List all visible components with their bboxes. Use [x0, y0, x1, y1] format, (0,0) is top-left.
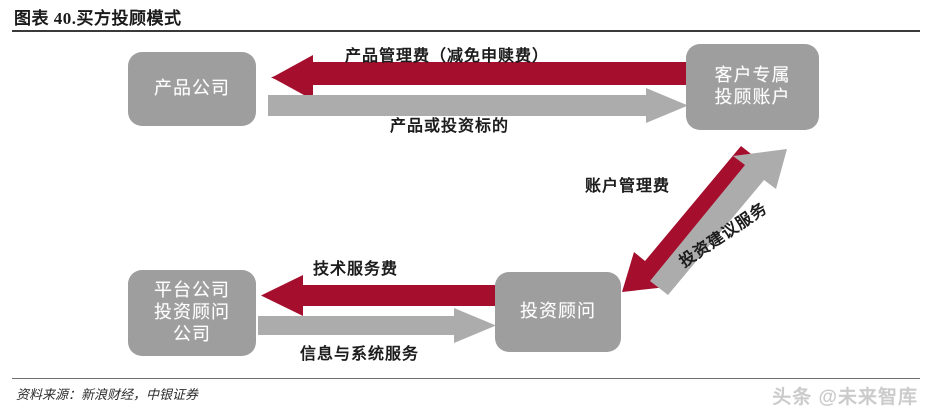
- page-title: 图表 40.买方投顾模式: [14, 9, 182, 28]
- arrow-investment-advice: [650, 149, 787, 295]
- arrow-account-management-fee: [622, 146, 760, 292]
- title-divider: [12, 30, 920, 32]
- node-client-account[interactable]: 客户专属 投顾账户: [686, 44, 819, 130]
- flow-label-account-management-fee: 账户管理费: [585, 178, 671, 195]
- flow-label-product-or-asset: 产品或投资标的: [390, 118, 510, 135]
- arrow-info-system-service: [258, 308, 496, 343]
- node-investment-advisor-label: 投资顾问: [520, 301, 596, 322]
- watermark: 头条 @未来智库: [772, 387, 918, 408]
- flow-label-technical-service-fee: 技术服务费: [313, 261, 399, 278]
- arrow-product-or-asset: [268, 88, 688, 123]
- node-platform-company[interactable]: 平台公司 投资顾问 公司: [128, 270, 256, 356]
- node-product-company-label: 产品公司: [154, 78, 230, 99]
- flow-label-product-management-fee: 产品管理费（减免申赎费）: [345, 48, 550, 65]
- node-platform-company-label: 平台公司 投资顾问 公司: [154, 280, 230, 344]
- arrow-technical-service-fee: [261, 275, 496, 316]
- node-product-company[interactable]: 产品公司: [128, 52, 256, 126]
- source-note: 资料来源：新浪财经，中银证券: [16, 387, 199, 402]
- arrow-product-management-fee: [271, 55, 686, 100]
- footer-divider: [12, 378, 920, 379]
- node-investment-advisor[interactable]: 投资顾问: [495, 272, 621, 352]
- flow-label-info-system-service: 信息与系统服务: [300, 346, 420, 363]
- node-client-account-label: 客户专属 投顾账户: [714, 65, 791, 107]
